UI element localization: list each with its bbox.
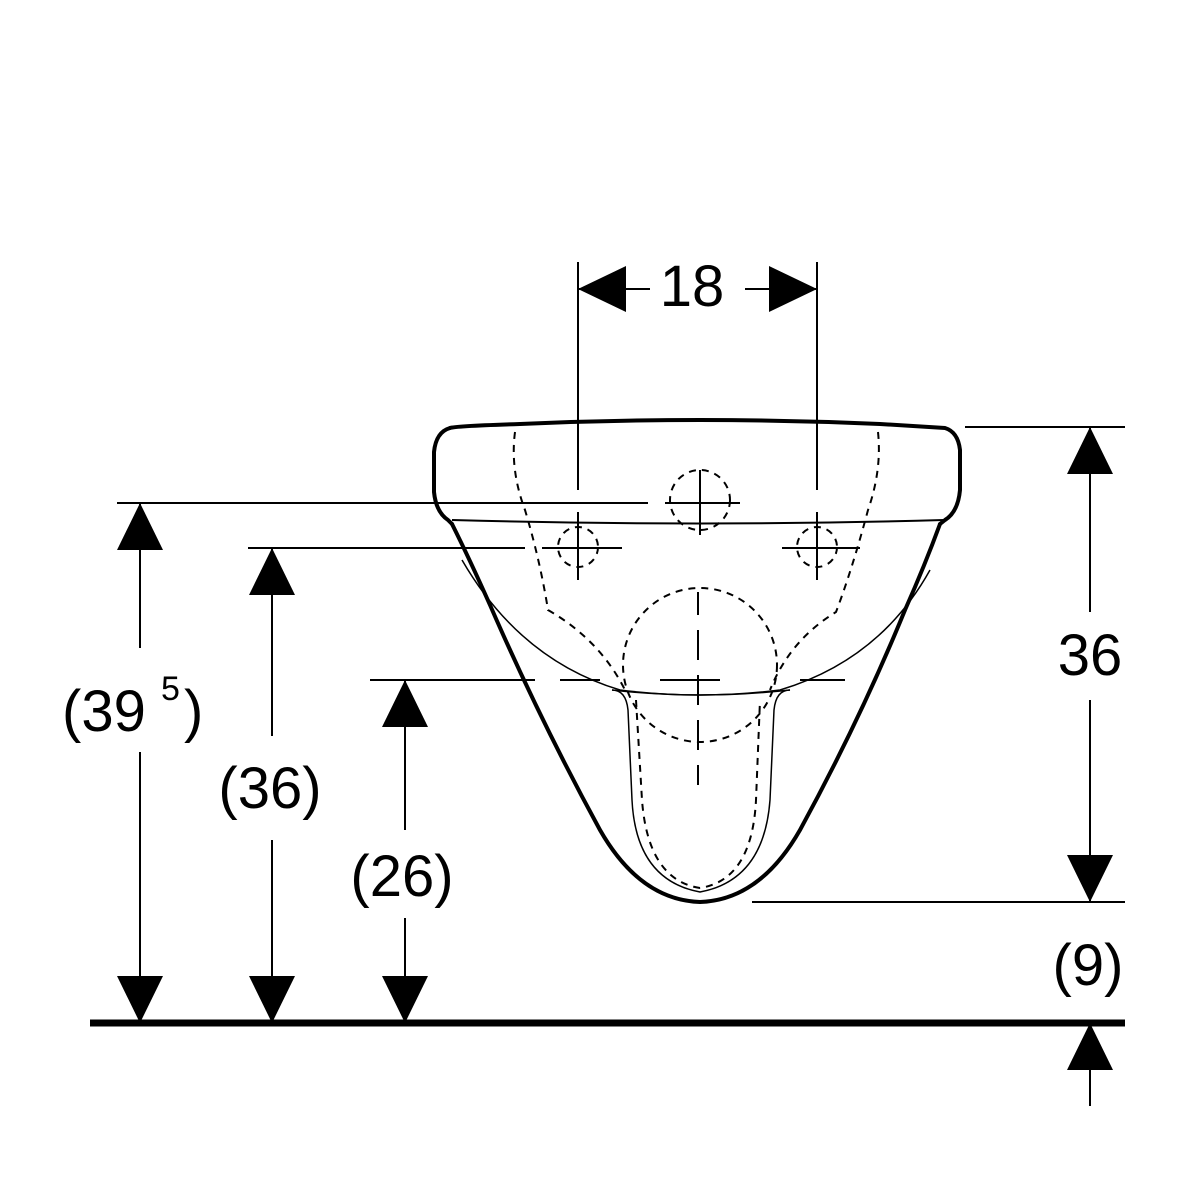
dimension-label-36-left: (36) — [218, 756, 321, 821]
arrow-up — [1067, 427, 1113, 474]
bowl-outline — [432, 418, 962, 904]
dimension-top-rim-height: (39 5 ) — [62, 502, 648, 1023]
dimension-label-39-close: ) — [184, 679, 203, 744]
dimension-fixing-height: (36) — [218, 547, 525, 1023]
dimension-label-36: 36 — [1058, 623, 1123, 688]
arrow-down — [382, 976, 428, 1023]
dimension-label-39-sup: 5 — [161, 670, 180, 708]
arrow-down — [1067, 855, 1113, 902]
dimension-top-width: 18 — [577, 254, 818, 490]
arrow-left — [578, 266, 626, 312]
arrow-up-floor — [1067, 1023, 1113, 1070]
dimension-label-18: 18 — [660, 254, 725, 319]
dimension-label-9: (9) — [1053, 933, 1124, 998]
arrow-down — [249, 976, 295, 1023]
dimension-outlet-height: (26) — [350, 680, 454, 1023]
arrow-down — [117, 976, 163, 1023]
dimension-label-26: (26) — [350, 844, 453, 909]
arrow-up — [249, 548, 295, 595]
dimension-floor-gap: (9) — [1053, 933, 1124, 1106]
arrow-up — [382, 680, 428, 727]
arrow-right — [769, 266, 817, 312]
hidden-lines — [512, 431, 880, 890]
dimension-label-39: (39 — [62, 679, 146, 744]
dimension-overall-height: 36 — [752, 426, 1125, 903]
arrow-up — [117, 503, 163, 550]
centre-marks — [370, 470, 860, 785]
